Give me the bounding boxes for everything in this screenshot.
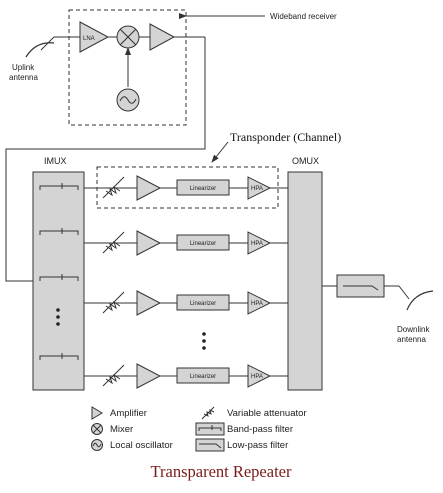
channel-row-3: Linearizer HPA: [84, 290, 288, 316]
amplifier-icon: [136, 363, 162, 389]
downlink-antenna-label-1: Downlink: [397, 325, 430, 334]
legend-low-pass-filter-label: Low-pass filter: [227, 440, 288, 451]
legend-variable-attenuator-label: Variable attenuator: [227, 408, 307, 419]
channel-ellipsis-dot: [202, 346, 206, 350]
downlink-antenna-icon: [406, 290, 434, 311]
lna-label: LNA: [83, 36, 95, 42]
amplifier-icon: [136, 290, 162, 316]
linearizer-block: [176, 179, 230, 196]
linearizer-label: Linearizer: [190, 186, 216, 192]
imux-filter-4: [39, 355, 79, 360]
imux-ellipsis-dot: [56, 322, 60, 326]
mixer-cross-b: [119, 28, 137, 46]
legend-low-pass-filter-icon: [195, 438, 225, 452]
imux-block: [32, 171, 85, 391]
legend-oscillator-wave: [92, 442, 102, 448]
hpa-amplifier-icon: [247, 176, 272, 200]
imux-ellipsis-dot: [56, 315, 60, 319]
legend-band-pass-symbol: [198, 427, 222, 431]
hpa-label: HPA: [251, 374, 263, 380]
imux-label: IMUX: [44, 156, 67, 166]
channel-ellipsis-dot: [202, 339, 206, 343]
hpa-amplifier-icon: [247, 291, 272, 315]
uplink-antenna-label-1: Uplink: [12, 63, 35, 72]
transponder-label: Transponder (Channel): [230, 130, 341, 144]
legend-amplifier-label: Amplifier: [110, 408, 147, 419]
hpa-label: HPA: [251, 301, 263, 307]
linearizer-label: Linearizer: [190, 374, 216, 380]
imux-ellipsis-dot: [56, 308, 60, 312]
omux-block: [287, 171, 323, 391]
transponder-pointer: [211, 141, 229, 163]
channel-row-2: Linearizer HPA: [84, 230, 288, 256]
legend-amplifier-icon: [91, 406, 103, 420]
receiver-amplifier-icon: [149, 23, 176, 51]
wideband-receiver-label: Wideband receiver: [270, 12, 337, 21]
amplifier-icon: [136, 175, 162, 201]
hpa-amplifier-icon: [247, 231, 272, 255]
legend-band-pass-filter-label: Band-pass filter: [227, 424, 293, 435]
uplink-antenna-icon: [25, 42, 55, 58]
imux-filter-2: [39, 230, 79, 235]
low-pass-filter-symbol: [343, 285, 379, 291]
uplink-antenna-label-2: antenna: [9, 73, 38, 82]
legend-low-pass-symbol: [199, 443, 222, 449]
linearizer-label: Linearizer: [190, 241, 216, 247]
channel-row-1: Linearizer HPA: [84, 175, 288, 201]
legend-mixer-cross-b: [92, 424, 102, 434]
omux-label: OMUX: [292, 156, 319, 166]
imux-filter-1: [39, 185, 79, 190]
variable-attenuator-icon: [102, 176, 125, 199]
variable-attenuator-icon: [102, 364, 125, 387]
diagram-caption: Transparent Repeater: [151, 462, 292, 481]
legend: Amplifier Mixer Local oscillator Variabl…: [91, 406, 307, 452]
downlink-feed-line: [398, 285, 410, 300]
lna-amplifier-icon: [79, 21, 110, 53]
legend-local-oscillator-label: Local oscillator: [110, 440, 173, 451]
receiver-to-imux-line: [5, 37, 206, 282]
hpa-label: HPA: [251, 241, 263, 247]
variable-attenuator-icon: [102, 231, 125, 254]
wideband-receiver-box: [68, 9, 187, 126]
amplifier-icon: [136, 230, 162, 256]
channel-ellipsis-dot: [202, 332, 206, 336]
wideband-receiver: Wideband receiver Uplink antenna LNA: [9, 9, 337, 126]
imux-band-pass-filters: [39, 183, 79, 360]
legend-variable-attenuator-icon: [201, 406, 215, 420]
linearizer-block: [176, 294, 230, 311]
hpa-amplifier-icon: [247, 364, 272, 388]
legend-band-pass-filter-icon: [195, 422, 225, 436]
linearizer-label: Linearizer: [190, 301, 216, 307]
channel-row-4: Linearizer HPA: [84, 363, 288, 389]
oscillator-wave: [119, 96, 137, 104]
linearizer-block: [176, 367, 230, 384]
linearizer-block: [176, 234, 230, 251]
imux-filter-3: [39, 276, 79, 281]
legend-mixer-label: Mixer: [110, 424, 133, 435]
variable-attenuator-icon: [102, 291, 125, 314]
downlink-antenna-label-2: antenna: [397, 335, 426, 344]
uplink-feed-line: [40, 36, 55, 51]
hpa-label: HPA: [251, 186, 263, 192]
